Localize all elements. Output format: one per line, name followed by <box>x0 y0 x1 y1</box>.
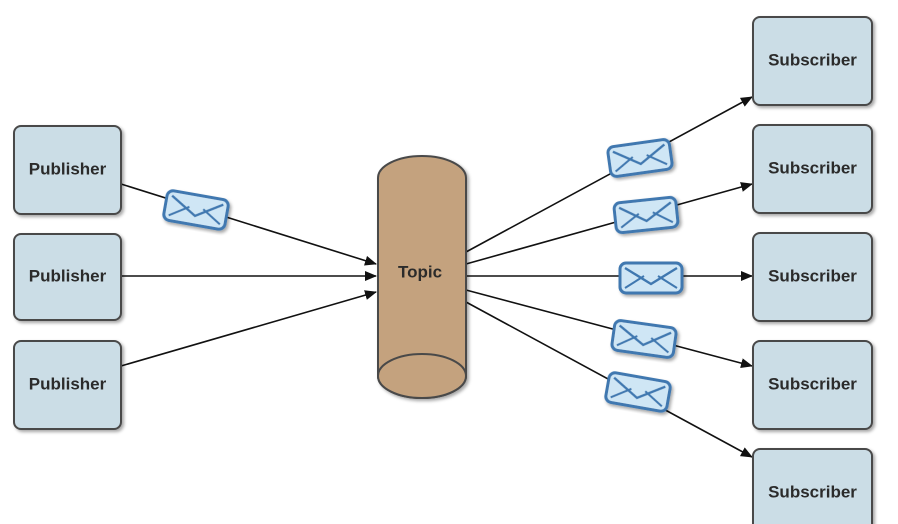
subscriber-4-label: Subscriber <box>768 374 857 393</box>
subscriber-5-label: Subscriber <box>768 482 857 501</box>
publisher-1: Publisher <box>13 125 122 215</box>
arrow-topic-to-subscriber-1 <box>465 96 753 253</box>
publisher-2-label: Publisher <box>29 266 107 285</box>
subscriber-2-label: Subscriber <box>768 158 857 177</box>
topic-cylinder <box>377 155 467 399</box>
envelope-icon <box>618 261 684 295</box>
subscriber-1: Subscriber <box>752 16 873 106</box>
arrow-topic-to-subscriber-4 <box>465 289 753 369</box>
subscriber-1-label: Subscriber <box>768 50 857 69</box>
subscriber-3: Subscriber <box>752 232 873 322</box>
envelope-icon <box>612 195 680 235</box>
topic-label: Topic <box>398 262 442 281</box>
envelope-icon <box>161 188 231 232</box>
subscriber-2: Subscriber <box>752 124 873 214</box>
publisher-1-label: Publisher <box>29 159 107 178</box>
publisher-3-label: Publisher <box>29 374 107 393</box>
envelope-icon <box>603 370 673 414</box>
arrow-publisher-1-to-topic <box>120 183 377 266</box>
subscriber-4: Subscriber <box>752 340 873 430</box>
envelope-icon <box>609 318 679 360</box>
envelope-icon <box>605 137 675 179</box>
publisher-3: Publisher <box>13 340 122 430</box>
subscriber-3-label: Subscriber <box>768 266 857 285</box>
arrow-publisher-3-to-topic <box>120 290 377 367</box>
arrow-topic-to-subscriber-2 <box>465 182 753 265</box>
publisher-2: Publisher <box>13 233 122 321</box>
publisher-arrows <box>120 183 377 367</box>
subscriber-5: Subscriber <box>752 448 873 524</box>
